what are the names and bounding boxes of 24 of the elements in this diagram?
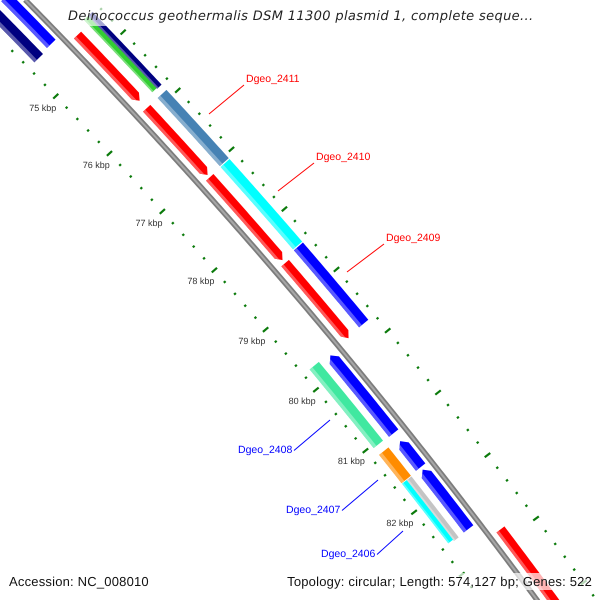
gene-bar bbox=[220, 159, 302, 250]
gene-label: Dgeo_2411 bbox=[246, 74, 300, 84]
scale-label: 77 kbp bbox=[135, 218, 162, 228]
gene-label: Dgeo_2408 bbox=[238, 444, 292, 455]
scale-label: 80 kbp bbox=[288, 396, 316, 406]
gene-label: Dgeo_2406 bbox=[321, 548, 376, 559]
gene-bar bbox=[158, 90, 229, 166]
scale-label: 75 kbp bbox=[29, 104, 56, 114]
leader-line bbox=[346, 244, 384, 272]
leader-line bbox=[208, 84, 244, 114]
gene-bar bbox=[294, 242, 368, 328]
leader-line bbox=[342, 480, 378, 511]
gene-label: Dgeo_2409 bbox=[386, 232, 440, 243]
leader-line bbox=[376, 530, 404, 555]
scale-label: 79 kbp bbox=[238, 336, 266, 346]
gene-label: Dgeo_2410 bbox=[316, 152, 370, 162]
scale-label: 81 kbp bbox=[338, 457, 365, 466]
gene-bar bbox=[379, 447, 411, 484]
leader-line bbox=[294, 420, 330, 451]
leader-line bbox=[278, 162, 314, 192]
gene-label: Dgeo_2407 bbox=[286, 504, 340, 515]
scale-label: 78 kbp bbox=[187, 277, 214, 286]
scale-label: 82 kbp bbox=[386, 518, 414, 528]
scale-label: 76 kbp bbox=[82, 161, 110, 170]
